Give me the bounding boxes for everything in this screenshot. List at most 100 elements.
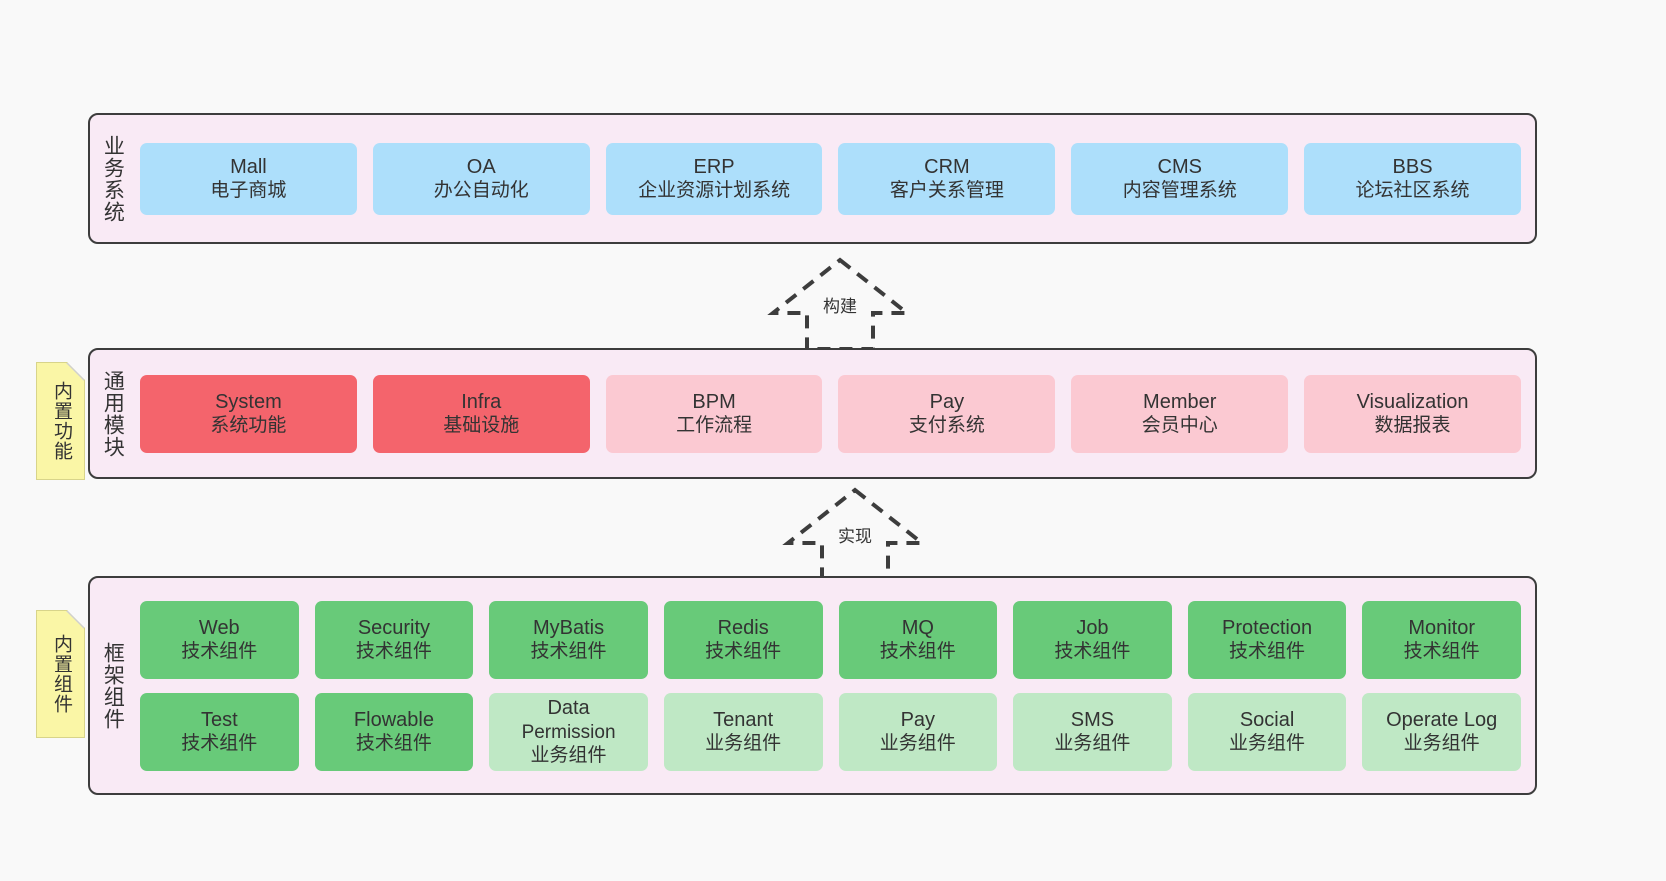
card-title-line2: Permission xyxy=(521,721,616,743)
card-subtitle: 技术组件 xyxy=(1229,641,1306,663)
realize-arrow: 实现 xyxy=(775,486,935,581)
card-title: Visualization xyxy=(1356,390,1469,413)
card-system[interactable]: System 系统功能 xyxy=(140,374,357,453)
card-protection[interactable]: Protection 技术组件 xyxy=(1187,600,1347,679)
card-social[interactable]: Social 业务组件 xyxy=(1187,692,1347,771)
layer-body-modules: System 系统功能 Infra 基础设施 BPM 工作流程 Pay 支付系统… xyxy=(134,350,1535,477)
card-title: Flowable xyxy=(353,708,434,731)
card-title: BPM xyxy=(692,390,736,413)
card-title: Web xyxy=(198,616,240,639)
card-subtitle: 论坛社区系统 xyxy=(1355,180,1470,202)
card-crm[interactable]: CRM 客户关系管理 xyxy=(838,142,1056,215)
card-subtitle: 业务组件 xyxy=(1054,733,1131,755)
card-subtitle: 办公自动化 xyxy=(433,180,529,202)
card-subtitle: 支付系统 xyxy=(908,415,985,437)
card-title: ERP xyxy=(693,155,735,178)
card-data-permission[interactable]: Data Permission 业务组件 xyxy=(489,692,648,771)
card-title: BBS xyxy=(1392,155,1433,178)
layer-framework-components: 框架组件 Web 技术组件 Security 技术组件 MyBatis 技术组件… xyxy=(88,576,1537,795)
card-title: Redis xyxy=(717,616,769,639)
card-subtitle: 电子商城 xyxy=(210,180,287,202)
card-title: Job xyxy=(1076,616,1109,639)
card-operate-log[interactable]: Operate Log 业务组件 xyxy=(1362,692,1521,771)
card-job[interactable]: Job 技术组件 xyxy=(1013,600,1172,679)
card-subtitle: 工作流程 xyxy=(676,415,753,437)
card-subtitle: 企业资源计划系统 xyxy=(638,180,791,202)
card-pay[interactable]: Pay 支付系统 xyxy=(838,374,1056,453)
card-subtitle: 技术组件 xyxy=(181,641,258,663)
realize-arrow-label: 实现 xyxy=(835,522,875,547)
build-arrow-label: 构建 xyxy=(820,292,860,317)
card-subtitle: 会员中心 xyxy=(1141,415,1218,437)
card-title: Tenant xyxy=(713,708,774,731)
card-flowable[interactable]: Flowable 技术组件 xyxy=(314,692,474,771)
card-security[interactable]: Security 技术组件 xyxy=(314,600,474,679)
card-subtitle: 系统功能 xyxy=(210,415,287,437)
builtin-function-note-label: 内置功能 xyxy=(50,381,72,461)
card-bpm[interactable]: BPM 工作流程 xyxy=(605,374,823,453)
card-redis[interactable]: Redis 技术组件 xyxy=(663,600,823,679)
card-subtitle: 技术组件 xyxy=(181,733,258,755)
card-title: SMS xyxy=(1070,708,1115,731)
card-subtitle: 技术组件 xyxy=(355,641,432,663)
card-subtitle: 客户关系管理 xyxy=(889,180,1004,202)
card-erp[interactable]: ERP 企业资源计划系统 xyxy=(605,142,823,215)
build-arrow: 构建 xyxy=(760,256,920,351)
card-title: MQ xyxy=(901,616,934,639)
card-title: Mall xyxy=(230,155,267,178)
card-pay-business[interactable]: Pay 业务组件 xyxy=(838,692,998,771)
card-mall[interactable]: Mall 电子商城 xyxy=(140,142,357,215)
card-mq[interactable]: MQ 技术组件 xyxy=(838,600,998,679)
layer-row: Web 技术组件 Security 技术组件 MyBatis 技术组件 Redi… xyxy=(140,600,1521,679)
folded-corner-icon xyxy=(66,611,84,629)
card-title: MyBatis xyxy=(533,616,605,639)
card-subtitle: 技术组件 xyxy=(1403,641,1480,663)
card-title: Infra xyxy=(461,390,502,413)
card-title: OA xyxy=(466,155,496,178)
card-subtitle: 技术组件 xyxy=(705,641,782,663)
card-member[interactable]: Member 会员中心 xyxy=(1071,374,1289,453)
card-title: Monitor xyxy=(1408,616,1476,639)
layer-business-systems: 业务系统 Mall 电子商城 OA 办公自动化 ERP 企业资源计划系统 CRM… xyxy=(88,113,1537,244)
builtin-component-note-label: 内置组件 xyxy=(50,634,72,714)
layer-body-business: Mall 电子商城 OA 办公自动化 ERP 企业资源计划系统 CRM 客户关系… xyxy=(134,115,1535,242)
card-subtitle: 业务组件 xyxy=(1229,733,1306,755)
card-subtitle: 技术组件 xyxy=(355,733,432,755)
card-subtitle: 基础设施 xyxy=(443,415,520,437)
card-title: Pay xyxy=(929,390,965,413)
card-subtitle: 技术组件 xyxy=(1054,641,1131,663)
card-title: CMS xyxy=(1157,155,1202,178)
layer-body-framework: Web 技术组件 Security 技术组件 MyBatis 技术组件 Redi… xyxy=(134,578,1535,793)
card-subtitle: 数据报表 xyxy=(1374,415,1451,437)
builtin-component-note: 内置组件 xyxy=(36,610,85,738)
card-sms[interactable]: SMS 业务组件 xyxy=(1013,692,1172,771)
card-title: Data xyxy=(547,697,590,720)
builtin-function-note: 内置功能 xyxy=(36,362,85,480)
layer-row: System 系统功能 Infra 基础设施 BPM 工作流程 Pay 支付系统… xyxy=(140,374,1521,453)
card-monitor[interactable]: Monitor 技术组件 xyxy=(1362,600,1521,679)
card-infra[interactable]: Infra 基础设施 xyxy=(372,374,590,453)
card-subtitle: 技术组件 xyxy=(530,641,607,663)
card-title: Protection xyxy=(1222,616,1313,639)
layer-row: Test 技术组件 Flowable 技术组件 Data Permission … xyxy=(140,692,1521,771)
layer-title-framework: 框架组件 xyxy=(101,641,125,730)
card-title: Member xyxy=(1143,390,1217,413)
card-cms[interactable]: CMS 内容管理系统 xyxy=(1071,142,1289,215)
folded-corner-icon xyxy=(66,363,84,381)
card-title: Operate Log xyxy=(1386,708,1498,731)
card-mybatis[interactable]: MyBatis 技术组件 xyxy=(489,600,648,679)
card-subtitle: 技术组件 xyxy=(879,641,956,663)
card-visualization[interactable]: Visualization 数据报表 xyxy=(1304,374,1521,453)
card-subtitle: 内容管理系统 xyxy=(1122,180,1237,202)
card-tenant[interactable]: Tenant 业务组件 xyxy=(663,692,823,771)
layer-common-modules: 通用模块 System 系统功能 Infra 基础设施 BPM 工作流程 Pay… xyxy=(88,348,1537,479)
card-bbs[interactable]: BBS 论坛社区系统 xyxy=(1304,142,1521,215)
card-title: Pay xyxy=(900,708,936,731)
card-web[interactable]: Web 技术组件 xyxy=(140,600,299,679)
card-title: CRM xyxy=(924,155,970,178)
card-oa[interactable]: OA 办公自动化 xyxy=(372,142,590,215)
layer-row: Mall 电子商城 OA 办公自动化 ERP 企业资源计划系统 CRM 客户关系… xyxy=(140,142,1521,215)
card-subtitle: 业务组件 xyxy=(530,744,607,766)
card-test[interactable]: Test 技术组件 xyxy=(140,692,299,771)
card-subtitle: 业务组件 xyxy=(1403,733,1480,755)
